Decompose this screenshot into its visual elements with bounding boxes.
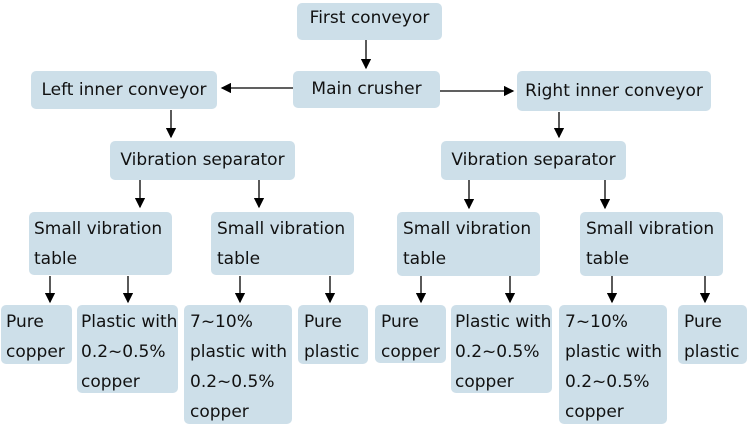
main-crusher-label: Main crusher [311, 79, 422, 99]
small-vibration-table-3: Small vibration table [397, 212, 540, 276]
svt-1-line-2: table [34, 249, 78, 269]
out-1-line-1: Pure [6, 312, 44, 332]
svt-3-line-1: Small vibration [403, 219, 532, 239]
output-plastic-copper-2: Plastic with 0.2~0.5% copper [451, 305, 552, 393]
main-crusher-box: Main crusher [293, 71, 440, 108]
out-3-line-1: 7~10% [190, 312, 253, 332]
output-pure-copper-1: Pure copper [1, 305, 72, 364]
vibration-separator-right: Vibration separator [441, 141, 626, 180]
out-2-line-1: Plastic with [81, 312, 178, 332]
left-inner-conveyor-label: Left inner conveyor [41, 80, 207, 100]
out-6-line-2: 0.2~0.5% [455, 342, 540, 362]
first-conveyor-label: First conveyor [309, 8, 430, 28]
svt-3-line-2: table [403, 249, 447, 269]
svt-4-line-1: Small vibration [586, 219, 715, 239]
output-pure-plastic-1: Pure plastic [298, 305, 368, 364]
out-2-line-3: copper [81, 372, 140, 392]
small-vibration-table-4: Small vibration table [580, 212, 723, 276]
out-6-line-1: Plastic with [455, 312, 552, 332]
right-inner-conveyor-box: Right inner conveyor [517, 71, 711, 111]
svt-1-line-1: Small vibration [34, 219, 163, 239]
output-pure-plastic-2: Pure plastic [678, 305, 747, 364]
out-3-line-3: 0.2~0.5% [190, 372, 275, 392]
vibration-separator-right-label: Vibration separator [451, 150, 616, 170]
out-4-line-2: plastic [304, 342, 360, 362]
vibration-separator-left: Vibration separator [110, 141, 295, 180]
right-inner-conveyor-label: Right inner conveyor [525, 81, 703, 101]
out-4-line-1: Pure [304, 312, 342, 332]
output-mixed-1: 7~10% plastic with 0.2~0.5% copper [184, 305, 292, 424]
small-vibration-table-1: Small vibration table [29, 212, 172, 275]
out-8-line-1: Pure [684, 312, 722, 332]
out-2-line-2: 0.2~0.5% [81, 342, 166, 362]
out-3-line-2: plastic with [190, 342, 287, 362]
svt-2-line-1: Small vibration [217, 219, 346, 239]
svt-2-line-2: table [217, 249, 261, 269]
out-7-line-4: copper [565, 402, 624, 422]
out-8-line-2: plastic [684, 342, 740, 362]
out-3-line-4: copper [190, 402, 249, 422]
out-7-line-1: 7~10% [565, 312, 628, 332]
first-conveyor-box: First conveyor [297, 3, 442, 40]
out-7-line-2: plastic with [565, 342, 662, 362]
out-7-line-3: 0.2~0.5% [565, 372, 650, 392]
out-5-line-2: copper [381, 342, 440, 362]
output-plastic-copper-1: Plastic with 0.2~0.5% copper [77, 305, 178, 393]
out-5-line-1: Pure [381, 312, 419, 332]
left-inner-conveyor-box: Left inner conveyor [31, 71, 217, 109]
small-vibration-table-2: Small vibration table [211, 212, 354, 275]
out-6-line-3: copper [455, 372, 514, 392]
svt-4-line-2: table [586, 249, 630, 269]
out-1-line-2: copper [6, 342, 65, 362]
output-mixed-2: 7~10% plastic with 0.2~0.5% copper [559, 305, 667, 424]
output-pure-copper-2: Pure copper [375, 305, 446, 363]
vibration-separator-left-label: Vibration separator [120, 150, 285, 170]
